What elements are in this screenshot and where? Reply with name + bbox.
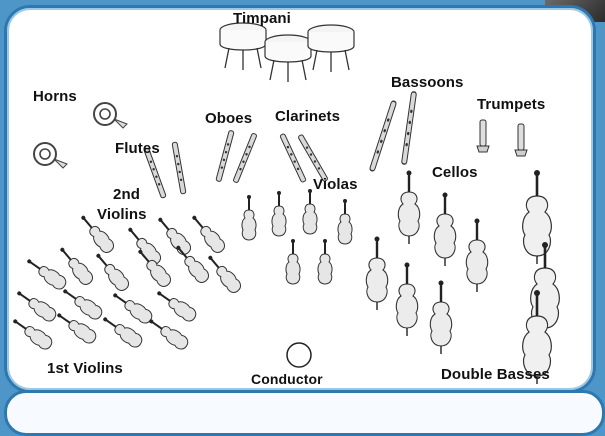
viola-instrument [338,199,352,244]
viola-instrument [318,239,332,284]
timpani-drum [308,25,354,72]
horn-instrument [94,103,127,128]
orchestra-seating-panel: Timpani Horns Bassoons Trumpets Oboes Cl… [4,5,596,393]
seating-diagram-art [7,8,593,390]
viola-instrument [242,195,256,240]
violas-label: Violas [313,176,358,193]
second-violins-label-line2: Violins [97,206,147,223]
viola-instrument [303,189,317,234]
cello-instrument [466,219,487,293]
second-violin-instrument [92,250,132,294]
cellos-label: Cellos [432,164,478,181]
cello-instrument [430,281,451,355]
first-violin-instrument [14,286,59,323]
flute-instrument [172,142,186,194]
trumpet-instrument [515,124,527,156]
viola-instrument [286,239,300,284]
first-violin-instrument [154,286,199,323]
horns-label: Horns [33,88,77,105]
cello-instrument [396,263,417,337]
cello-instrument [366,237,387,311]
bassoons-label: Bassoons [391,74,464,91]
second-violins-label-line1: 2nd [113,186,140,203]
timpani-label: Timpani [233,10,291,27]
second-violin-instrument [188,212,228,256]
oboes-label: Oboes [205,110,252,127]
oboe-instrument [216,130,234,182]
viola-instrument [272,191,286,236]
timpani-drum [220,23,266,70]
cello-instrument [398,171,419,245]
bassoon-instrument [369,101,396,172]
conductor-label: Conductor [251,371,323,387]
second-violin-instrument [172,242,212,286]
double-basses-label: Double Basses [441,366,550,383]
oboe-instrument [233,133,257,183]
trumpets-label: Trumpets [477,96,545,113]
lower-panel-edge [4,390,605,436]
trumpet-instrument [477,120,489,152]
first-violin-instrument [110,288,155,325]
cello-instrument [434,193,455,267]
timpani-drum [265,35,311,82]
horn-instrument [34,143,67,168]
bassoon-instrument [401,92,416,165]
clarinets-label: Clarinets [275,108,340,125]
double-bass-instrument [523,170,552,264]
second-violin-instrument [154,214,194,258]
first-violin-instrument [146,314,191,351]
second-violin-instrument [124,224,164,268]
flutes-label: Flutes [115,140,160,157]
first-violin-instrument [24,254,69,291]
conductor-podium [287,343,311,367]
first-violins-label: 1st Violins [47,360,123,377]
first-violin-instrument [60,284,105,321]
second-violin-instrument [204,252,244,296]
